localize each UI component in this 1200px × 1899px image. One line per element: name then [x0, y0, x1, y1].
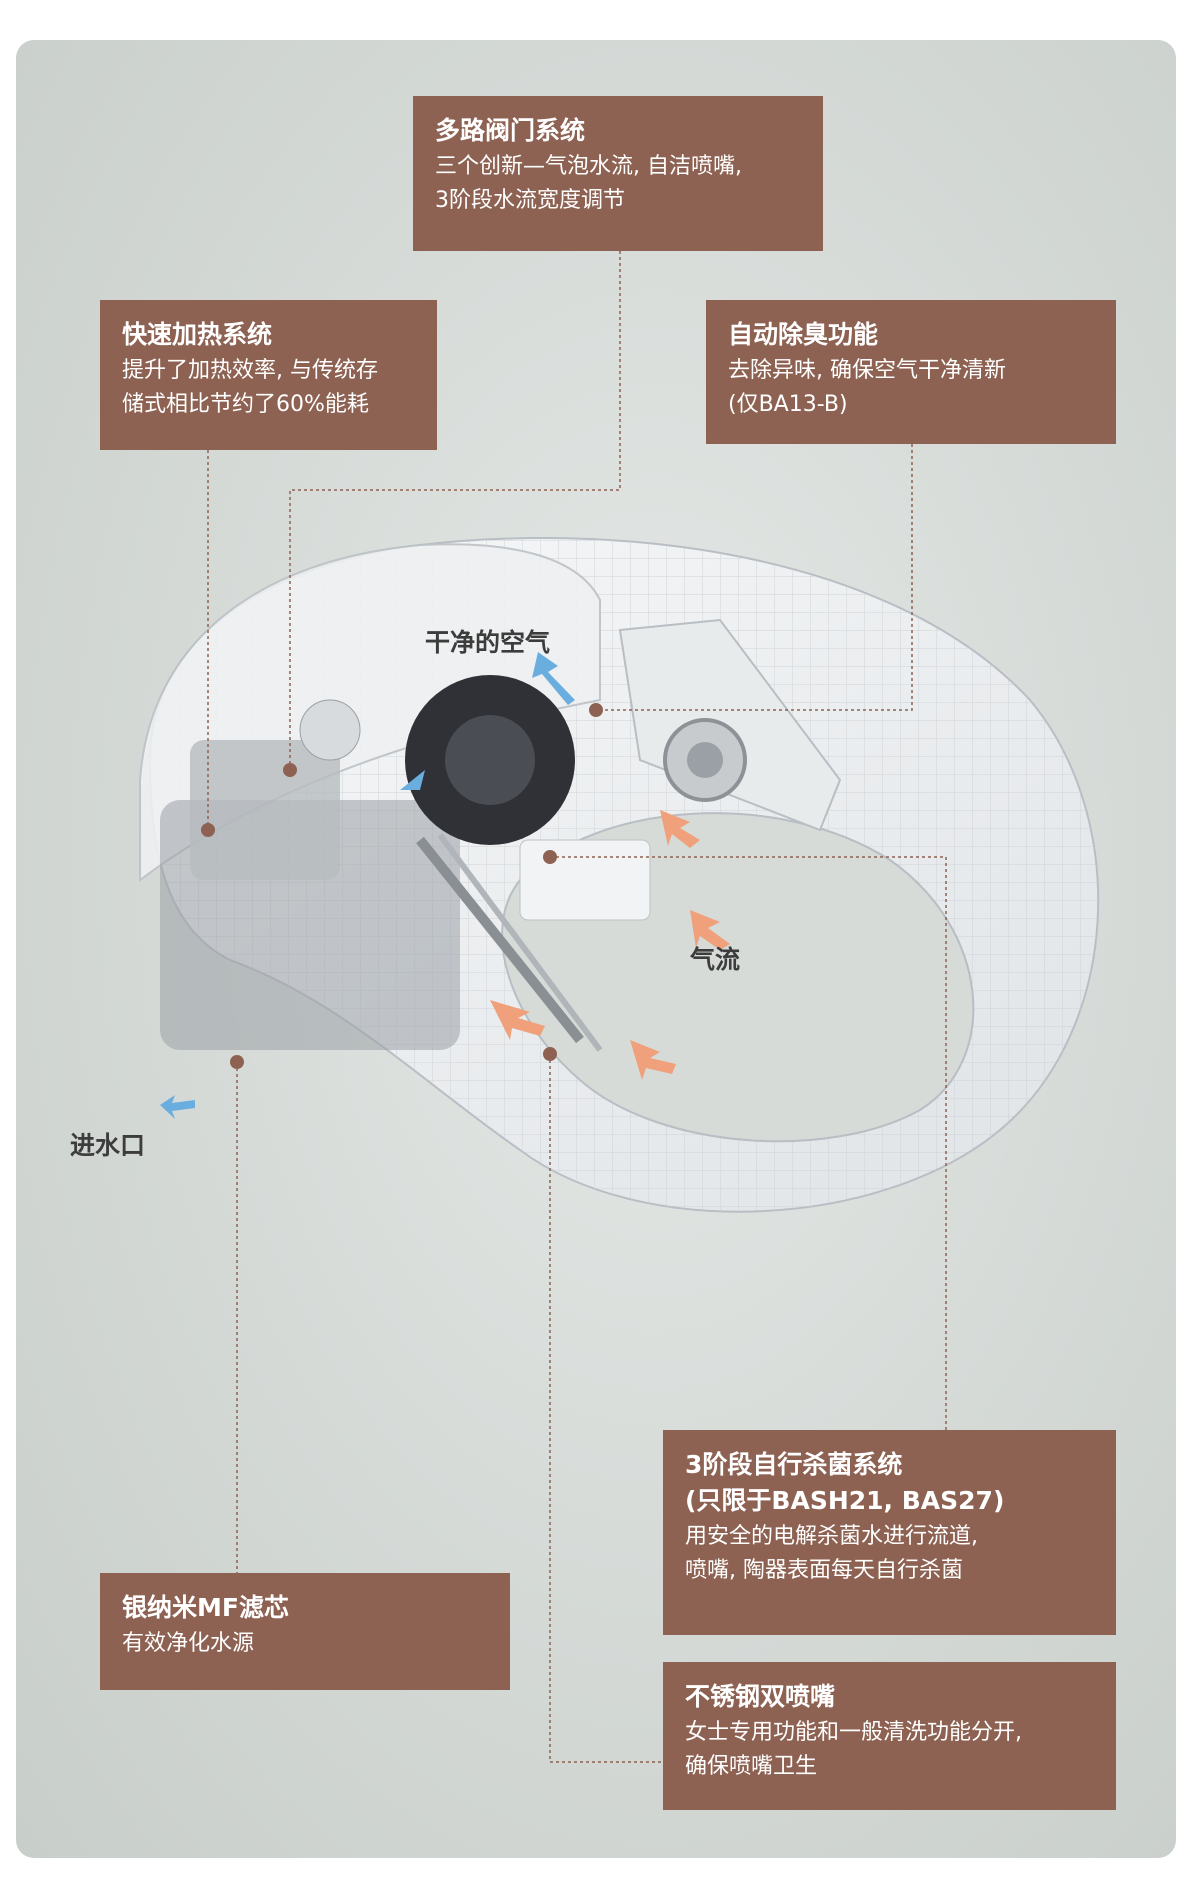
airflow-arrows [160, 652, 730, 1119]
callout-title: 3阶段自行杀菌系统 [685, 1450, 903, 1479]
callout-text: 去除异味, 确保空气干净清新 [728, 358, 1006, 383]
callout-text: 储式相比节约了60%能耗 [122, 392, 369, 417]
callout-subtitle: (只限于BASH21, BAS27) [685, 1486, 1005, 1515]
leader-lines [207, 251, 947, 1763]
callout-title: 多路阀门系统 [435, 116, 586, 145]
callout-filter: 银纳米MF滤芯 有效净化水源 [100, 1573, 510, 1690]
callout-title: 快速加热系统 [122, 320, 273, 349]
callout-title: 自动除臭功能 [728, 320, 879, 349]
callout-text: 喷嘴, 陶器表面每天自行杀菌 [685, 1558, 963, 1583]
anchor-dots [201, 703, 603, 1069]
deodorizer-housing [618, 618, 842, 832]
callout-text: 有效净化水源 [122, 1631, 255, 1656]
label-clean-air: 干净的空气 [425, 628, 551, 657]
callout-text: 三个创新—气泡水流, 自洁喷嘴, [435, 154, 742, 179]
callout-deodorize: 自动除臭功能 去除异味, 确保空气干净清新 (仅BA13-B) [706, 300, 1116, 444]
callout-title: 银纳米MF滤芯 [122, 1593, 289, 1622]
callout-title: 不锈钢双喷嘴 [685, 1682, 836, 1711]
callout-text: 用安全的电解杀菌水进行流道, [685, 1524, 978, 1549]
callout-sterilization: 3阶段自行杀菌系统 (只限于BASH21, BAS27) 用安全的电解杀菌水进行… [663, 1430, 1116, 1635]
label-airflow: 气流 [690, 945, 741, 974]
callout-text: 确保喷嘴卫生 [685, 1754, 818, 1779]
callout-text: 提升了加热效率, 与传统存 [122, 358, 378, 383]
callout-valve-system: 多路阀门系统 三个创新—气泡水流, 自洁喷嘴, 3阶段水流宽度调节 [413, 96, 823, 251]
label-water-inlet: 进水口 [70, 1131, 146, 1160]
callout-text: 女士专用功能和一般清洗功能分开, [685, 1720, 1022, 1745]
callout-text: (仅BA13-B) [728, 392, 848, 417]
callout-nozzle: 不锈钢双喷嘴 女士专用功能和一般清洗功能分开, 确保喷嘴卫生 [663, 1662, 1116, 1810]
callout-text: 3阶段水流宽度调节 [435, 188, 625, 213]
callout-heating-system: 快速加热系统 提升了加热效率, 与传统存 储式相比节约了60%能耗 [100, 300, 437, 450]
